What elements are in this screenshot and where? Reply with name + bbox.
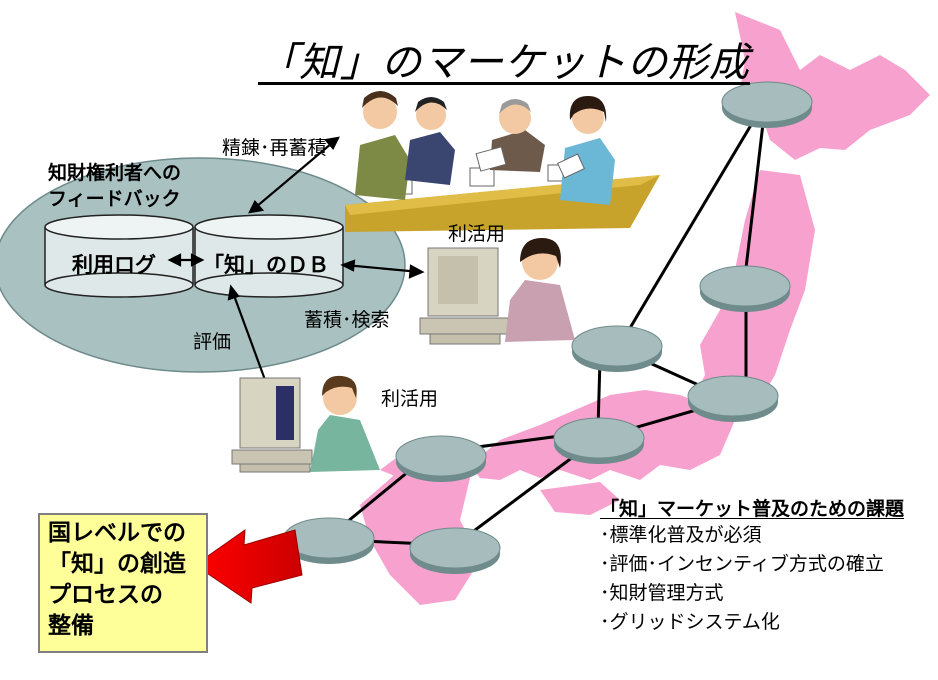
use-log-cylinder bbox=[44, 214, 194, 298]
meeting-people-illustration bbox=[345, 91, 660, 232]
national-process-callout-box bbox=[38, 513, 208, 653]
issues-list: 「知」マーケット普及のための課題 ･標準化普及が必須 ･評価･インセンティブ方式… bbox=[600, 494, 904, 637]
national-process-callout-text: 国レベルでの 「知」の創造 プロセスの 整備 bbox=[48, 518, 186, 642]
node-tokyo bbox=[687, 375, 779, 422]
issue-item: ･評価･インセンティブ方式の確立 bbox=[600, 553, 884, 575]
node-osaka bbox=[553, 417, 645, 464]
issue-item: ･知財管理方式 bbox=[600, 582, 724, 604]
callout-line: プロセスの bbox=[48, 582, 163, 608]
refine-label: 精錬･再蓄積 bbox=[222, 137, 327, 159]
issue-item: ･グリッドシステム化 bbox=[600, 611, 780, 633]
callout-line: 国レベルでの bbox=[48, 520, 186, 546]
evaluation-label: 評価 bbox=[193, 331, 232, 353]
computer-user-man-illustration bbox=[231, 375, 380, 473]
node-niigata bbox=[571, 325, 663, 372]
store-search-label: 蓄積･検索 bbox=[304, 309, 390, 331]
knowledge-system-ellipse bbox=[0, 157, 406, 373]
red-pointer-arrow bbox=[194, 528, 303, 604]
computer-user-woman-illustration bbox=[419, 238, 575, 345]
network-nodes bbox=[283, 81, 813, 574]
flow-arrows bbox=[167, 136, 425, 394]
node-hokkaido bbox=[721, 81, 813, 128]
use-log-label: 利用ログ bbox=[72, 253, 156, 277]
node-tohoku bbox=[699, 265, 791, 312]
feedback-label-line1: 知財権利者への bbox=[48, 162, 182, 184]
node-kyushu-south bbox=[409, 527, 501, 574]
node-hiroshima bbox=[395, 435, 487, 482]
issue-item: ･標準化普及が必須 bbox=[600, 524, 762, 546]
page-title: 「知」のマーケットの形成 bbox=[258, 40, 750, 86]
feedback-label-line2: フィードバック bbox=[48, 188, 181, 210]
knowledge-db-cylinder bbox=[194, 214, 344, 298]
usage-label-bottom: 利活用 bbox=[381, 388, 439, 410]
node-fukuoka bbox=[283, 517, 375, 564]
knowledge-db-label: 「知」のＤＢ bbox=[203, 253, 329, 277]
usage-label-top: 利活用 bbox=[448, 223, 506, 245]
issues-heading: 「知」マーケット普及のための課題 bbox=[600, 498, 905, 520]
callout-line: 「知」の創造 bbox=[48, 551, 186, 577]
shikoku-shape bbox=[540, 482, 620, 515]
callout-line: 整備 bbox=[48, 613, 94, 639]
